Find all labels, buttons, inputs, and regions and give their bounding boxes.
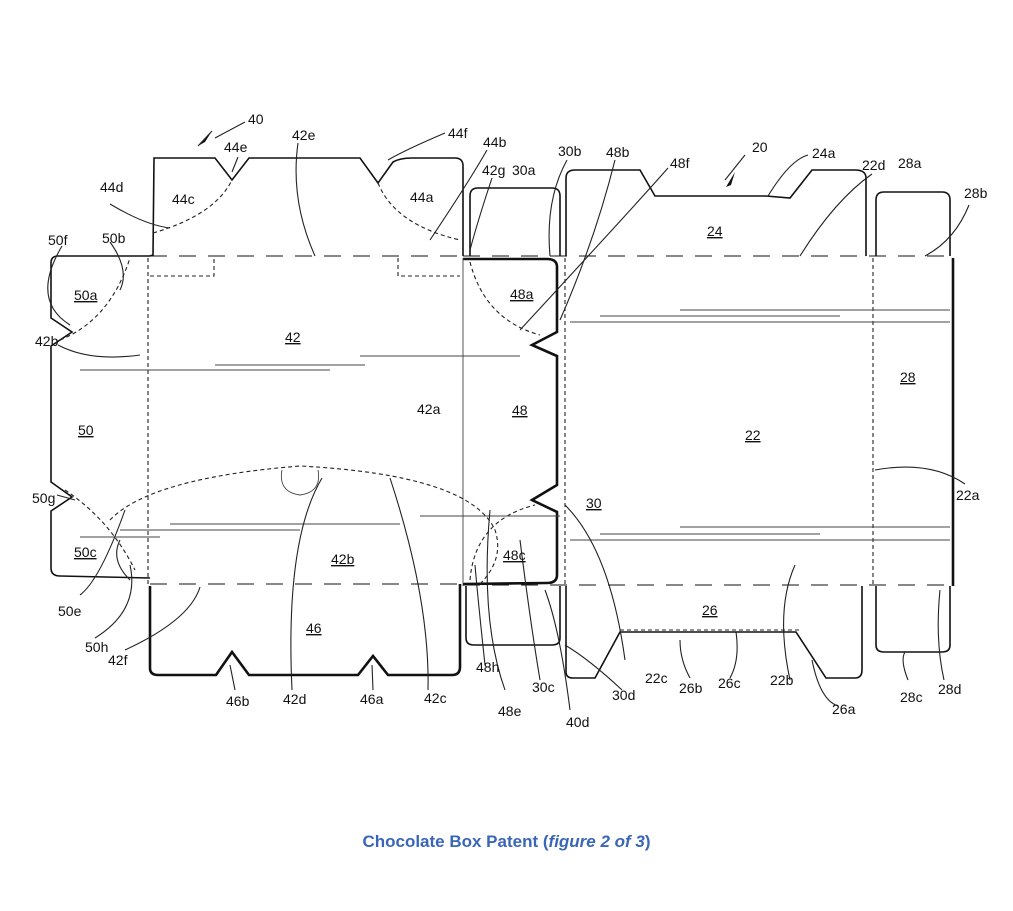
- label-42g: 42g: [482, 162, 505, 178]
- label-50h: 50h: [85, 639, 108, 655]
- label-42b-mid: 42b: [331, 551, 355, 567]
- label-44d: 44d: [100, 179, 123, 195]
- reference-labels: 40 42e 44f 44b 44e 44d 44c 44a 42g 30a 30b 48b 48f 20…: [32, 111, 988, 730]
- label-46: 46: [306, 620, 322, 636]
- label-44e: 44e: [224, 139, 248, 155]
- label-48f: 48f: [670, 155, 690, 171]
- label-42b-top: 42b: [35, 333, 59, 349]
- label-48c: 48c: [503, 547, 526, 563]
- label-26a: 26a: [832, 701, 856, 717]
- caption-main: Chocolate Box Patent (: [362, 832, 549, 851]
- label-50b: 50b: [102, 230, 126, 246]
- label-30c: 30c: [532, 679, 555, 695]
- label-48: 48: [512, 402, 528, 418]
- label-20: 20: [752, 139, 768, 155]
- label-28d: 28d: [938, 681, 961, 697]
- blank-40-outline: [50, 157, 559, 677]
- label-22d: 22d: [862, 157, 885, 173]
- label-46a: 46a: [360, 691, 384, 707]
- label-50a: 50a: [74, 287, 98, 303]
- label-48b: 48b: [606, 144, 630, 160]
- blank-20-outline: [465, 169, 955, 679]
- label-22: 22: [745, 427, 761, 443]
- label-26: 26: [702, 602, 718, 618]
- label-50e: 50e: [58, 603, 82, 619]
- label-28a: 28a: [898, 155, 922, 171]
- blank-20-folds: [463, 255, 953, 631]
- label-24a: 24a: [812, 145, 836, 161]
- label-42a: 42a: [417, 401, 441, 417]
- gloss-lines: [80, 309, 950, 541]
- label-22c: 22c: [645, 670, 668, 686]
- reference-arrows: [197, 130, 735, 187]
- label-26c: 26c: [718, 675, 741, 691]
- label-30a: 30a: [512, 162, 536, 178]
- label-50c: 50c: [74, 544, 97, 560]
- label-30b: 30b: [558, 143, 582, 159]
- label-42: 42: [285, 329, 301, 345]
- label-22a: 22a: [956, 487, 980, 503]
- label-48a: 48a: [510, 286, 534, 302]
- label-44b: 44b: [483, 134, 507, 150]
- label-48h: 48h: [476, 659, 499, 675]
- caption-end: ): [644, 832, 651, 851]
- label-46b: 46b: [226, 693, 250, 709]
- figure-caption: Chocolate Box Patent (figure 2 of 3): [0, 832, 1013, 852]
- label-44a: 44a: [410, 189, 434, 205]
- caption-italic: figure 2 of 3: [548, 832, 645, 851]
- label-30: 30: [586, 495, 602, 511]
- label-42f: 42f: [108, 652, 128, 668]
- label-28b: 28b: [964, 185, 988, 201]
- leader-lines: [47, 121, 970, 711]
- label-42c: 42c: [424, 690, 447, 706]
- blank-40-folds: [59, 179, 541, 587]
- label-42d: 42d: [283, 691, 306, 707]
- label-28c: 28c: [900, 689, 923, 705]
- label-30d: 30d: [612, 687, 635, 703]
- label-40: 40: [248, 111, 264, 127]
- label-26b: 26b: [679, 680, 703, 696]
- label-40d: 40d: [566, 714, 589, 730]
- label-44c: 44c: [172, 191, 195, 207]
- label-42e: 42e: [292, 127, 316, 143]
- label-48e: 48e: [498, 703, 522, 719]
- label-50g: 50g: [32, 490, 55, 506]
- label-24: 24: [707, 223, 723, 239]
- label-50f: 50f: [48, 232, 68, 248]
- label-22b: 22b: [770, 672, 794, 688]
- label-44f: 44f: [448, 125, 468, 141]
- label-28: 28: [900, 369, 916, 385]
- label-50: 50: [78, 422, 94, 438]
